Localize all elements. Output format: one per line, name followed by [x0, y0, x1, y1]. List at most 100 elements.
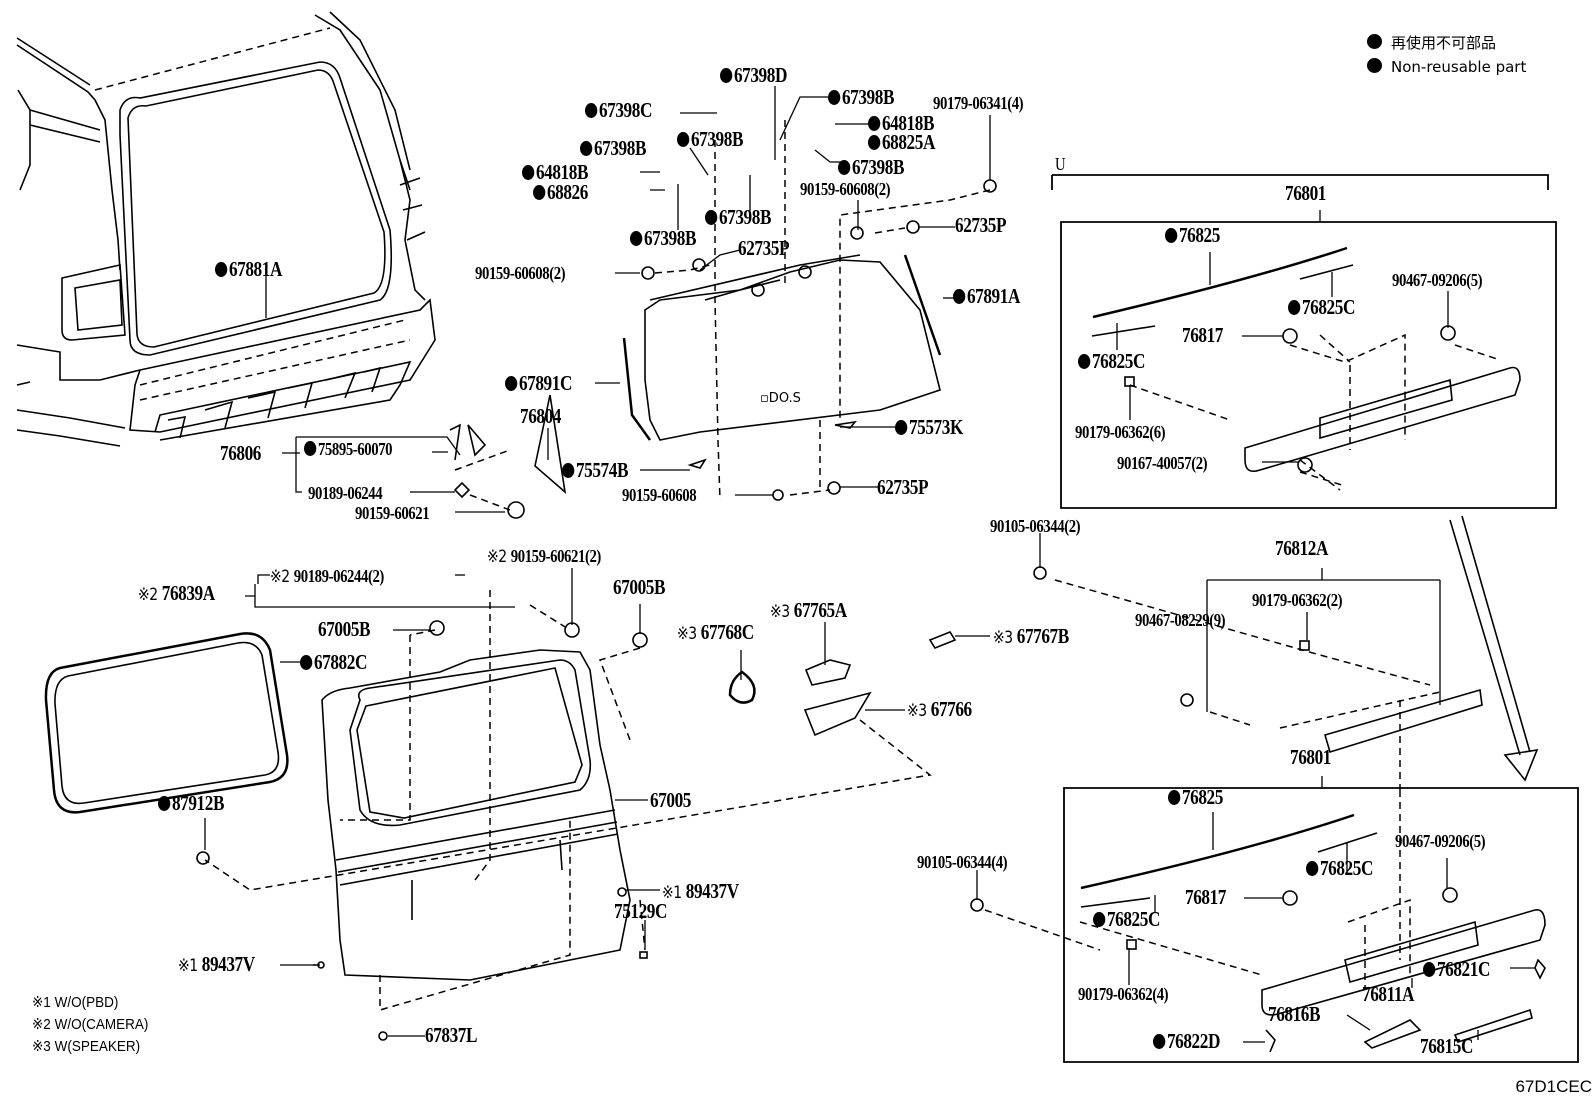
part-label[interactable]: 64818B [522, 161, 588, 183]
part-number: 76825 [1181, 785, 1223, 809]
part-label[interactable]: 68825A [868, 131, 935, 153]
part-label[interactable]: 90467-09206(5) [1392, 269, 1483, 291]
part-label[interactable]: 75895-60070 [304, 438, 393, 460]
part-label[interactable]: 90167-40057(2) [1117, 452, 1208, 474]
part-label[interactable]: 67881A [215, 258, 282, 280]
part-label[interactable]: 90179-06341(4) [933, 92, 1024, 114]
part-label[interactable]: 67398B [828, 86, 894, 108]
part-label[interactable]: 67398B [838, 156, 904, 178]
part-label[interactable]: 67005B [318, 618, 370, 640]
part-label[interactable]: 67005B [613, 576, 665, 598]
part-number: 76825C [1301, 295, 1355, 319]
part-label[interactable]: 62735P [955, 214, 1007, 236]
part-label[interactable]: 67398C [585, 99, 652, 121]
part-label[interactable]: 90467-09206(5) [1395, 830, 1486, 852]
part-number: 76839A [161, 581, 215, 605]
part-label[interactable]: 90467-08229(9) [1135, 609, 1226, 631]
part-label[interactable]: 76816B [1268, 1003, 1320, 1025]
part-label[interactable]: 90179-06362(4) [1078, 983, 1169, 1005]
part-number: 90179-06362(6) [1075, 422, 1166, 442]
condition-mark: ※3 [993, 628, 1017, 648]
part-label[interactable]: 67837L [425, 1024, 477, 1046]
part-label[interactable]: 76812A [1275, 537, 1328, 559]
part-label[interactable]: 67882C [300, 651, 367, 673]
part-label[interactable]: ※2 90159-60621(2) [487, 545, 601, 568]
part-label[interactable]: 75574B [562, 459, 628, 481]
part-label[interactable]: 75573K [895, 416, 963, 438]
part-number: 67882C [313, 650, 367, 674]
part-label[interactable]: 76825C [1306, 857, 1373, 879]
part-label[interactable]: 76801 [1290, 746, 1331, 768]
part-label[interactable]: 90105-06344(4) [917, 851, 1008, 873]
part-label[interactable]: 62735P [738, 236, 790, 260]
part-label[interactable]: 76825 [1168, 786, 1223, 808]
part-number: 62735P [877, 475, 929, 499]
part-number: 67766 [930, 697, 972, 721]
part-label[interactable]: 90179-06362(6) [1075, 421, 1166, 443]
part-label[interactable]: ※2 76839A [138, 582, 215, 606]
part-label[interactable]: 64818B [868, 112, 934, 134]
part-number: 90179-06341(4) [933, 93, 1024, 113]
part-label[interactable]: 90105-06344(2) [990, 515, 1081, 537]
part-label[interactable]: ※3 67768C [677, 621, 754, 645]
part-label[interactable]: ※3 67767B [993, 625, 1069, 649]
part-label[interactable]: 76801 [1285, 182, 1326, 204]
part-label[interactable]: 67398B [630, 227, 696, 249]
part-number: 62735P [738, 236, 790, 260]
part-label[interactable]: 76825C [1093, 908, 1160, 930]
part-label[interactable]: 76822D [1153, 1030, 1220, 1052]
part-label[interactable]: 62735P [877, 475, 929, 499]
footnote-mark: ※2 [32, 1016, 51, 1033]
part-label[interactable]: 67891C [505, 372, 572, 394]
footnote: ※3 W(SPEAKER) [32, 1036, 148, 1058]
part-label[interactable]: 76817 [1185, 886, 1226, 908]
part-label[interactable]: ※3 67766 [907, 698, 972, 722]
part-number: 67768C [700, 620, 754, 644]
part-number: 76816B [1268, 1002, 1321, 1026]
part-label[interactable]: 76821C [1423, 958, 1490, 980]
part-label[interactable]: 67398B [677, 128, 743, 150]
part-number: 67837L [425, 1023, 478, 1047]
part-label[interactable]: 68826 [533, 181, 588, 203]
part-label[interactable]: ※1 89437V [178, 953, 255, 977]
part-label[interactable]: 76806 [220, 442, 261, 464]
part-label[interactable]: 90179-06362(2) [1252, 589, 1343, 611]
part-label[interactable]: 76811A [1362, 983, 1414, 1005]
part-number: 67398B [593, 136, 647, 160]
non-reusable-dot-icon [705, 210, 718, 225]
part-number: 90159-60621(2) [510, 546, 602, 566]
part-label[interactable]: 90159-60608(2) [475, 262, 566, 284]
part-number: 75895-60070 [317, 439, 393, 459]
part-number: 76825 [1178, 223, 1220, 247]
diagram-code: 67D1CEC [1515, 1077, 1592, 1096]
part-number: 67398B [718, 205, 772, 229]
part-label[interactable]: 87912B [158, 792, 224, 814]
part-label[interactable]: ※3 67765A [770, 599, 847, 623]
part-label[interactable]: 90159-60608 [622, 484, 697, 506]
non-reusable-dot-icon [828, 90, 841, 105]
part-label[interactable]: 67005 [650, 789, 691, 811]
part-label[interactable]: 76825 [1165, 224, 1220, 246]
condition-mark: ※3 [677, 624, 701, 644]
back-window-glass: ▫DO.S [622, 254, 942, 441]
part-label[interactable]: 76825C [1288, 296, 1355, 318]
part-label[interactable]: 76804 [520, 405, 561, 427]
part-label[interactable]: 90189-06244 [308, 482, 383, 504]
part-label[interactable]: 90159-60621 [355, 502, 430, 524]
part-label[interactable]: 67398B [580, 137, 646, 159]
part-label[interactable]: 75129C [614, 900, 667, 922]
part-label[interactable]: 67398D [720, 64, 787, 86]
part-label[interactable]: 76817 [1182, 324, 1223, 346]
part-label[interactable]: ※2 90189-06244(2) [270, 565, 384, 588]
part-label[interactable]: 76815C [1420, 1035, 1473, 1057]
part-number: 76806 [220, 441, 261, 465]
non-reusable-dot-icon [677, 132, 690, 147]
part-label[interactable]: 67891A [953, 285, 1020, 307]
part-label[interactable]: ※1 89437V [662, 880, 739, 904]
part-label[interactable]: 76825C [1078, 350, 1145, 372]
part-number: 90467-09206(5) [1392, 270, 1483, 290]
part-number: 90159-60608(2) [475, 263, 566, 283]
footnote-text: W/O(PBD) [54, 994, 119, 1011]
part-label[interactable]: 90159-60608(2) [800, 178, 891, 200]
part-label[interactable]: 67398B [705, 206, 771, 228]
